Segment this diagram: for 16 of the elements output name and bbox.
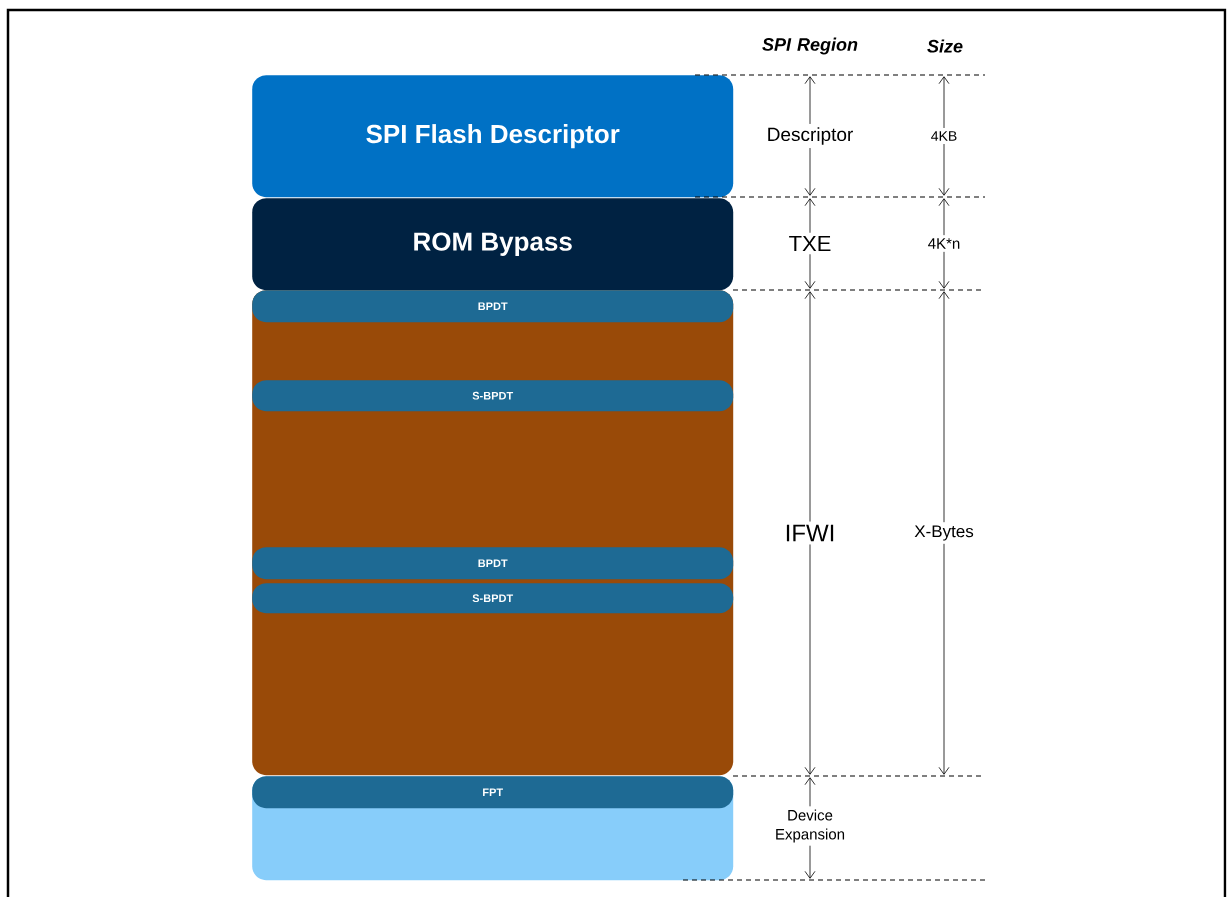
region-box: ROM Bypass xyxy=(252,198,734,291)
dimension-label: 4KB xyxy=(931,131,957,141)
partition-bar: BPDT xyxy=(252,290,734,323)
dimension-label: X-Bytes xyxy=(914,525,974,541)
dimension-label: TXE xyxy=(789,235,831,252)
dimension-label: Device Expansion xyxy=(776,809,845,843)
partition-bar: S-BPDT xyxy=(252,380,734,412)
partition-bar: BPDT xyxy=(252,547,734,580)
dimension-label: Descriptor xyxy=(768,127,853,145)
dimension-label: 4K*n xyxy=(928,238,960,249)
dimension-label: IFWI xyxy=(786,524,834,542)
partition-bar: S-BPDT xyxy=(252,583,734,614)
column-heading: SPI Region xyxy=(762,37,858,55)
region-box: SPI Flash Descriptor xyxy=(252,75,734,198)
column-heading: Size xyxy=(927,39,963,53)
partition-bar: FPT xyxy=(252,776,734,809)
